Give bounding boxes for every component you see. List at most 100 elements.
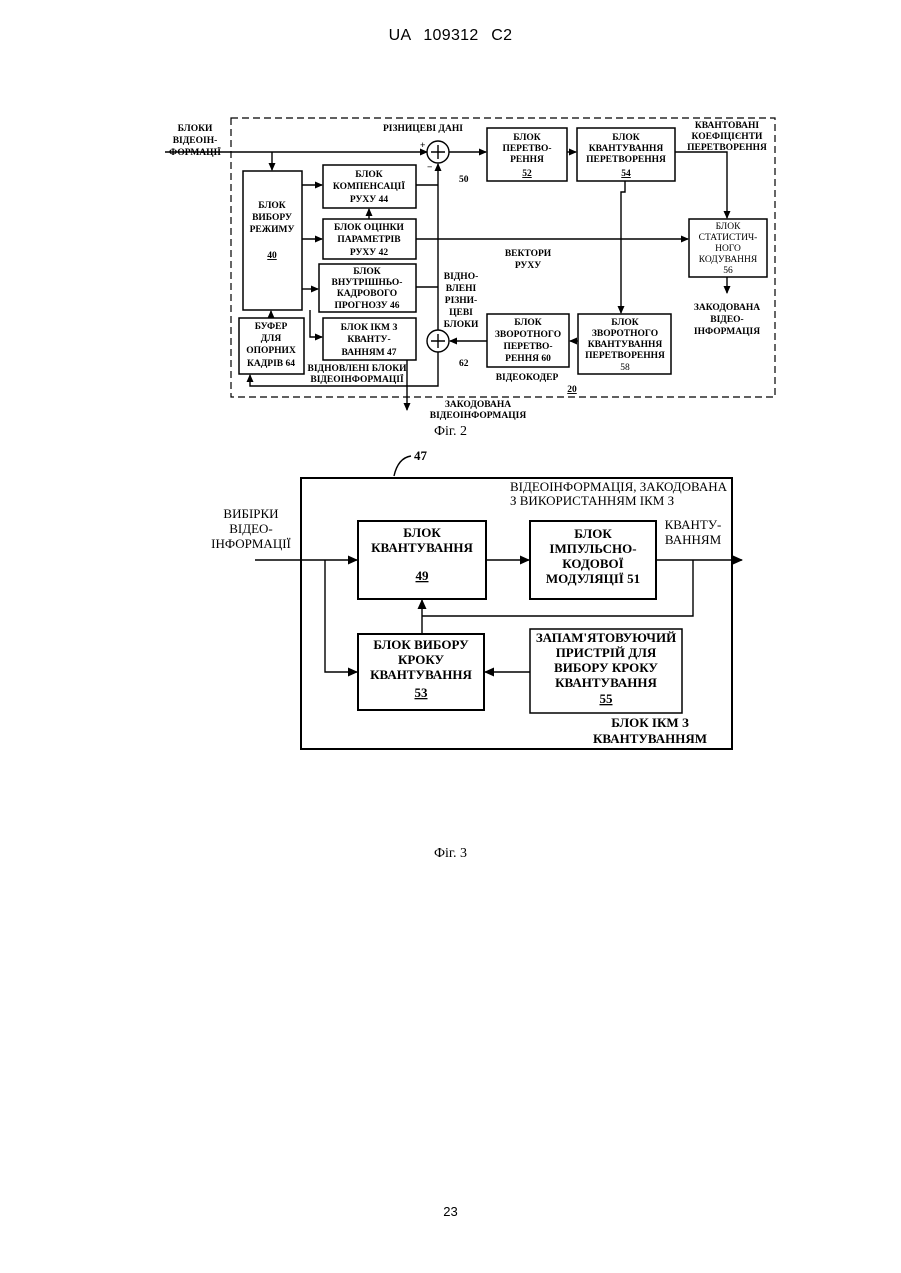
pcm-block-47: БЛОК ІКМ З КВАНТУ- ВАННЯМ 47 [323, 318, 416, 360]
svg-text:БЛОК: БЛОК [612, 133, 640, 143]
svg-text:ВАННЯМ 47: ВАННЯМ 47 [341, 348, 396, 358]
encoded-bottom-label: ЗАКОДОВАНА ВІДЕОІНФОРМАЦІЯ [430, 400, 527, 421]
svg-text:БУФЕР: БУФЕР [255, 322, 288, 332]
svg-text:КВАНТУВАННЯ: КВАНТУВАННЯ [555, 675, 657, 690]
adder-62: 62 [427, 330, 469, 369]
svg-text:РУХУ: РУХУ [515, 261, 541, 271]
svg-text:КОДОВОЇ: КОДОВОЇ [562, 556, 623, 571]
svg-text:ВЛЕНІ: ВЛЕНІ [446, 284, 477, 294]
svg-text:ВАННЯМ: ВАННЯМ [665, 532, 722, 547]
svg-text:ВИБІРКИ: ВИБІРКИ [223, 506, 278, 521]
svg-text:ВНУТРІШНЬО-: ВНУТРІШНЬО- [332, 278, 403, 288]
step-select-block-53: БЛОК ВИБОРУ КРОКУ КВАНТУВАННЯ 53 [358, 634, 484, 710]
svg-text:БЛОК: БЛОК [403, 525, 441, 540]
svg-text:БЛОК ОЦІНКИ: БЛОК ОЦІНКИ [334, 223, 405, 233]
svg-text:50: 50 [459, 175, 469, 185]
svg-text:ЗВОРОТНОГО: ЗВОРОТНОГО [592, 329, 658, 339]
svg-text:ЗАПАМ'ЯТОВУЮЧИЙ: ЗАПАМ'ЯТОВУЮЧИЙ [536, 630, 676, 645]
svg-text:РІЗНИ-: РІЗНИ- [445, 296, 477, 306]
fig3-output-right-label: КВАНТУ- ВАННЯМ [665, 517, 722, 547]
svg-text:КВАНТУ-: КВАНТУ- [347, 335, 390, 345]
svg-text:ОПОРНИХ: ОПОРНИХ [246, 346, 296, 356]
motion-comp-block-44: БЛОК КОМПЕНСАЦІЇ РУХУ 44 [323, 165, 416, 208]
svg-text:ПЕРЕТВОРЕННЯ: ПЕРЕТВОРЕННЯ [585, 351, 665, 361]
encoder-label: ВІДЕОКОДЕР [496, 373, 559, 383]
quant-transform-block-54: БЛОК КВАНТУВАННЯ ПЕРЕТВОРЕННЯ 54 [577, 128, 675, 181]
svg-text:ІНФОРМАЦІЇ: ІНФОРМАЦІЇ [211, 536, 291, 551]
fig2-diagram: БЛОКИ ВІДЕОІН- ФОРМАЦІЇ РІЗНИЦЕВІ ДАНІ +… [165, 118, 775, 421]
svg-text:ЗАКОДОВАНА: ЗАКОДОВАНА [694, 303, 760, 313]
svg-text:БЛОКИ: БЛОКИ [178, 124, 213, 134]
quant-to-entropy-line [675, 152, 727, 218]
motion-vectors-label: ВЕКТОРИ РУХУ [505, 249, 552, 271]
svg-text:БЛОК: БЛОК [353, 267, 381, 277]
svg-text:58: 58 [620, 363, 630, 373]
fig2-caption: Фіг. 2 [0, 424, 901, 440]
svg-text:БЛОК: БЛОК [258, 201, 286, 211]
svg-text:БЛОК: БЛОК [514, 318, 542, 328]
svg-text:НОГО: НОГО [715, 244, 741, 254]
svg-text:ЗВОРОТНОГО: ЗВОРОТНОГО [495, 330, 561, 340]
pcm-block-51: БЛОК ІМПУЛЬСНО- КОДОВОЇ МОДУЛЯЦІЇ 51 [530, 521, 656, 599]
svg-text:РУХУ 44: РУХУ 44 [350, 195, 388, 205]
svg-text:БЛОКИ: БЛОКИ [444, 320, 479, 330]
svg-text:ЗАКОДОВАНА: ЗАКОДОВАНА [445, 400, 511, 410]
svg-text:КВАНТУВАННЯ: КВАНТУВАННЯ [588, 340, 663, 350]
transform-block-52: БЛОК ПЕРЕТВО- РЕННЯ 52 [487, 128, 567, 181]
svg-text:56: 56 [723, 266, 733, 276]
memory-block-55: ЗАПАМ'ЯТОВУЮЧИЙ ПРИСТРІЙ ДЛЯ ВИБОРУ КРОК… [530, 629, 682, 713]
svg-text:СТАТИСТИЧ-: СТАТИСТИЧ- [699, 233, 758, 243]
svg-text:КАДРІВ 64: КАДРІВ 64 [247, 359, 295, 369]
encoder-number: 20 [567, 385, 577, 395]
svg-text:ВІДЕОІНФОРМАЦІЯ, ЗАКОДОВАНА: ВІДЕОІНФОРМАЦІЯ, ЗАКОДОВАНА [510, 479, 728, 494]
svg-text:ВІДНОВЛЕНІ БЛОКИ: ВІДНОВЛЕНІ БЛОКИ [308, 364, 408, 374]
svg-text:ВЕКТОРИ: ВЕКТОРИ [505, 249, 552, 259]
svg-text:БЛОК: БЛОК [716, 222, 742, 232]
svg-text:КВАНТУВАННЯМ: КВАНТУВАННЯМ [593, 731, 707, 746]
intra-pred-block-46: БЛОК ВНУТРІШНЬО- КАДРОВОГО ПРОГНОЗУ 46 [319, 264, 416, 312]
svg-text:РЕННЯ 60: РЕННЯ 60 [505, 354, 551, 364]
svg-text:МОДУЛЯЦІЇ 51: МОДУЛЯЦІЇ 51 [546, 571, 640, 586]
svg-text:РУХУ 42: РУХУ 42 [350, 248, 388, 258]
svg-text:РЕЖИМУ: РЕЖИМУ [250, 225, 295, 235]
adder-50: + − 50 [420, 141, 469, 185]
svg-text:ПРОГНОЗУ 46: ПРОГНОЗУ 46 [335, 301, 400, 311]
fig3-ref-number: 47 [414, 448, 428, 463]
fig3-diagram: 47 ВИБІРКИ ВІДЕО- ІНФОРМАЦІЇ ВІДЕОІНФОРМ… [211, 448, 742, 749]
svg-text:ПЕРЕТВО-: ПЕРЕТВО- [502, 144, 551, 154]
fig3-input-label: ВИБІРКИ ВІДЕО- ІНФОРМАЦІЇ [211, 506, 291, 551]
svg-text:−: − [427, 163, 432, 173]
quant-coeffs-label: КВАНТОВАНІ КОЕФІЦІЄНТИ ПЕРЕТВОРЕННЯ [687, 121, 767, 153]
svg-text:КРОКУ: КРОКУ [398, 652, 445, 667]
svg-text:КОЕФІЦІЄНТИ: КОЕФІЦІЄНТИ [692, 132, 763, 142]
svg-text:КВАНТУВАННЯ: КВАНТУВАННЯ [371, 540, 473, 555]
svg-text:КАДРОВОГО: КАДРОВОГО [337, 289, 397, 299]
svg-text:БЛОК: БЛОК [355, 170, 383, 180]
encoded-right-label: ЗАКОДОВАНА ВІДЕО- ІНФОРМАЦІЯ [694, 303, 760, 337]
svg-text:ВІДЕО-: ВІДЕО- [710, 315, 743, 325]
svg-text:ЦЕВІ: ЦЕВІ [449, 308, 473, 318]
restored-blocks-label: ВІДНОВЛЕНІ БЛОКИ ВІДЕОІНФОРМАЦІЇ [308, 364, 408, 385]
fig2-input-label: БЛОКИ ВІДЕОІН- ФОРМАЦІЇ [169, 124, 221, 158]
svg-text:40: 40 [267, 251, 277, 261]
svg-text:ІМПУЛЬСНО-: ІМПУЛЬСНО- [549, 541, 636, 556]
inverse-transform-block-60: БЛОК ЗВОРОТНОГО ПЕРЕТВО- РЕННЯ 60 [487, 314, 569, 367]
svg-text:БЛОК ІКМ З: БЛОК ІКМ З [611, 715, 689, 730]
fig3-ref-leader [394, 456, 411, 476]
svg-text:49: 49 [416, 568, 430, 583]
svg-text:ДЛЯ: ДЛЯ [261, 334, 282, 344]
svg-text:ПЕРЕТВО-: ПЕРЕТВО- [503, 342, 552, 352]
ref-buffer-block-64: БУФЕР ДЛЯ ОПОРНИХ КАДРІВ 64 [239, 318, 304, 374]
svg-text:55: 55 [600, 691, 614, 706]
svg-text:РЕННЯ: РЕННЯ [510, 155, 544, 165]
svg-text:З ВИКОРИСТАННЯМ ІКМ З: З ВИКОРИСТАННЯМ ІКМ З [510, 493, 674, 508]
svg-text:ПАРАМЕТРІВ: ПАРАМЕТРІВ [337, 235, 401, 245]
svg-text:БЛОК: БЛОК [513, 133, 541, 143]
quant-to-inverse-line [621, 181, 625, 313]
svg-text:54: 54 [621, 169, 631, 179]
fig3-caption: Фіг. 3 [0, 846, 901, 862]
svg-text:52: 52 [522, 169, 532, 179]
entropy-block-56: БЛОК СТАТИСТИЧ- НОГО КОДУВАННЯ 56 [689, 219, 767, 277]
